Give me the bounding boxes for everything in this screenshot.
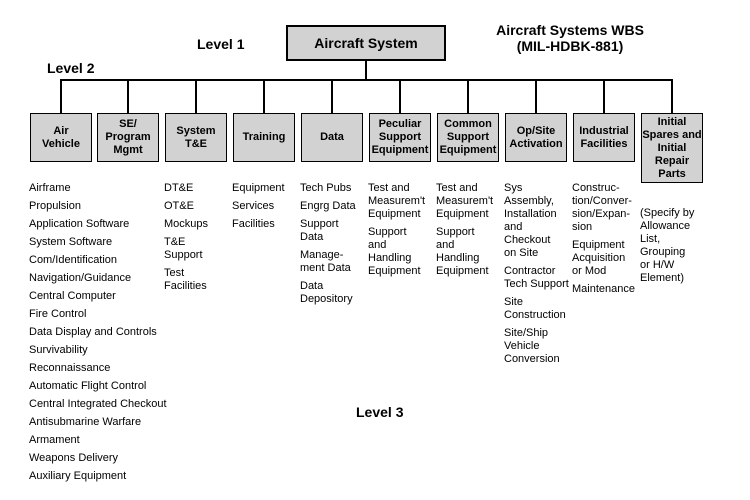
level2-box-op-site-activation: Op/Site Activation (505, 113, 567, 162)
level3-item: Site/Ship Vehicle Conversion (504, 327, 560, 365)
level3-item: Data Depository (300, 280, 353, 305)
level3-item: Site Construction (504, 296, 566, 321)
level3-item: Weapons Delivery (29, 452, 119, 464)
level3-item: (Specify by Allowance List, Grouping or … (640, 207, 695, 284)
level3-item: Armament (29, 434, 80, 446)
connector-initial-spares (671, 79, 673, 114)
level1-label: Level 1 (197, 36, 245, 52)
level3-list-initial-spares: (Specify by Allowance List, Grouping or … (640, 207, 694, 290)
level3-item: Automatic Flight Control (29, 380, 147, 392)
level3-item: Central Computer (29, 290, 116, 302)
connector-op-site-activation (535, 79, 537, 114)
level2-box-system-t-and-e: System T&E (165, 113, 227, 162)
connector-air-vehicle (60, 79, 62, 114)
level2-box-training: Training (233, 113, 295, 162)
level3-item: Test and Measurem't Equipment (436, 182, 494, 220)
connector-data (331, 79, 333, 114)
level3-item: Reconnaissance (29, 362, 111, 374)
level3-item: Tech Pubs (300, 182, 352, 194)
diagram-title-line2: (MIL-HDBK-881) (516, 38, 624, 54)
diagram-title-line1: Aircraft Systems WBS (496, 22, 644, 38)
level3-item: Engrg Data (300, 200, 356, 212)
level3-item: Com/Identification (29, 254, 118, 266)
level3-item: Fire Control (29, 308, 87, 320)
level3-item: Navigation/Guidance (29, 272, 132, 284)
connector-training (263, 79, 265, 114)
level3-label: Level 3 (356, 404, 404, 420)
level3-item: Manage- ment Data (300, 249, 351, 274)
level3-item: Survivability (29, 344, 88, 356)
level2-box-initial-spares: Initial Spares and Initial Repair Parts (641, 113, 703, 183)
level3-item: System Software (29, 236, 113, 248)
connector-industrial-facilities (603, 79, 605, 114)
level2-box-air-vehicle: Air Vehicle (30, 113, 92, 162)
level2-box-peculiar-support-equipment: Peculiar Support Equipment (369, 113, 431, 162)
level3-item: Support Data (300, 218, 339, 243)
level3-item: Mockups (164, 218, 209, 230)
level3-item: DT&E (164, 182, 194, 194)
level3-item: Construc- tion/Conver- sion/Expan- sion (572, 182, 632, 233)
connector-se-program-mgmt (127, 79, 129, 114)
level3-item: Facilities (232, 218, 275, 230)
level3-item: Central Integrated Checkout (29, 398, 167, 410)
level3-item: Antisubmarine Warfare (29, 416, 142, 428)
level3-item: Airframe (29, 182, 71, 194)
diagram-title: Aircraft Systems WBS (MIL-HDBK-881) (462, 22, 678, 54)
connector-peculiar-support-equipment (399, 79, 401, 114)
level2-box-se-program-mgmt: SE/ Program Mgmt (97, 113, 159, 162)
level3-item: Auxiliary Equipment (29, 470, 127, 482)
level3-item: Support and Handling Equipment (436, 226, 489, 277)
level3-item: Equipment (232, 182, 285, 194)
level3-item: Sys Assembly, Installation and Checkout … (504, 182, 557, 259)
level2-label: Level 2 (47, 60, 95, 76)
root-box-aircraft-system: Aircraft System (286, 25, 446, 61)
level2-box-industrial-facilities: Industrial Facilities (573, 113, 635, 162)
level3-item: Test and Measurem't Equipment (368, 182, 426, 220)
level3-item: Contractor Tech Support (504, 265, 569, 290)
connector-system-t-and-e (195, 79, 197, 114)
level3-list-op-site-activation: Sys Assembly, Installation and Checkout … (504, 182, 569, 371)
level3-item: Application Software (29, 218, 130, 230)
level2-box-common-support-equipment: Common Support Equipment (437, 113, 499, 162)
level3-item: Data Display and Controls (29, 326, 157, 338)
level3-item: Test Facilities (164, 267, 207, 292)
level3-item: Maintenance (572, 283, 635, 295)
level3-item: OT&E (164, 200, 194, 212)
level3-item: Equipment Acquisition or Mod (572, 239, 626, 277)
level3-item: T&E Support (164, 236, 203, 261)
level3-item: Support and Handling Equipment (368, 226, 421, 277)
connector-horizontal-bus (60, 79, 673, 81)
connector-root-stub (365, 59, 367, 81)
level2-box-data: Data (301, 113, 363, 162)
level3-item: Services (232, 200, 275, 212)
connector-common-support-equipment (467, 79, 469, 114)
level3-item: Propulsion (29, 200, 81, 212)
